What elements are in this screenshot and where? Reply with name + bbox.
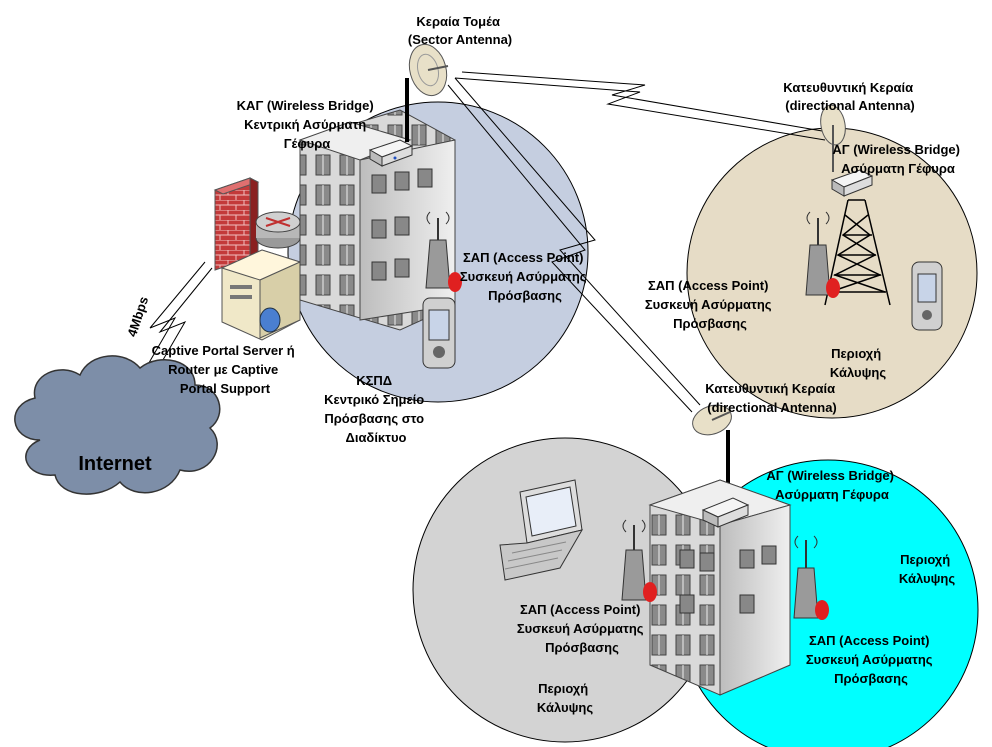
directional-antenna-icon bbox=[820, 104, 846, 172]
access-point-icon bbox=[425, 211, 462, 292]
coverage-cyan-label: Περιοχή Κάλυψης bbox=[899, 552, 955, 586]
link-sector-to-remote-2 bbox=[454, 77, 826, 141]
pda-icon bbox=[911, 261, 943, 331]
cloud-icon bbox=[14, 355, 221, 495]
link-speed-label: 4Mbps bbox=[124, 295, 151, 339]
link-sector-to-bottom-2 bbox=[447, 84, 693, 413]
wireless-links bbox=[131, 71, 829, 413]
server-icon bbox=[220, 249, 302, 341]
tower-icon bbox=[824, 199, 891, 306]
access-point-icon bbox=[621, 519, 657, 602]
captive-portal-equipment bbox=[213, 177, 302, 341]
central-ap-label: ΣΑΠ (Access Point) Συσκευή Ασύρματης Πρό… bbox=[460, 250, 590, 303]
laptop-icon bbox=[499, 479, 584, 581]
ap-bottom-right-label: ΣΑΠ (Access Point) Συσκευή Ασύρματης Πρό… bbox=[806, 633, 936, 686]
labels: Κεραία Τομέα (Sector Antenna) ΚΑΓ (Wirel… bbox=[152, 14, 963, 715]
building-icon bbox=[648, 479, 792, 696]
wireless-bridge-icon bbox=[701, 497, 750, 528]
sector-antenna-icon bbox=[408, 43, 449, 97]
wireless-bridge-icon bbox=[830, 169, 874, 197]
link-sector-to-bottom-1 bbox=[454, 77, 701, 406]
remote-site bbox=[805, 104, 943, 331]
main-bridge-label: ΚΑΓ (Wireless Bridge) Κεντρική Ασύρματη … bbox=[237, 98, 378, 151]
kspd-label: ΚΣΠΔ Κεντρικό Σημείο Πρόσβασης στο Διαδί… bbox=[324, 373, 428, 445]
link-sector-to-remote-1 bbox=[461, 71, 829, 133]
central-access-point bbox=[422, 211, 462, 369]
sector-antenna-label: Κεραία Τομέα (Sector Antenna) bbox=[408, 14, 512, 47]
coverage-bottom-left-label: Περιοχή Κάλυψης bbox=[537, 681, 593, 715]
link-internet-to-server-1 bbox=[131, 261, 206, 393]
bottom-site bbox=[499, 404, 829, 696]
ap-right-label: ΣΑΠ (Access Point) Συσκευή Ασύρματης Πρό… bbox=[645, 278, 775, 331]
internet-label: Internet bbox=[78, 453, 152, 475]
bridge-bottom-label: ΑΓ (Wireless Bridge) Ασύρματη Γέφυρα bbox=[766, 468, 897, 502]
access-point-icon bbox=[793, 535, 829, 620]
wireless-bridge-icon bbox=[368, 78, 414, 167]
directional-antenna-icon bbox=[692, 404, 732, 436]
captive-portal-label: Captive Portal Server ή Router με Captiv… bbox=[152, 343, 299, 396]
pda-icon bbox=[422, 297, 456, 369]
dir-antenna-bottom-label: Κατευθυντική Κεραία (directional Antenna… bbox=[705, 381, 838, 415]
dir-antenna-right-label: Κατευθυντική Κεραία (directional Antenna… bbox=[783, 80, 916, 113]
ap-bottom-left-label: ΣΑΠ (Access Point) Συσκευή Ασύρματης Πρό… bbox=[517, 602, 647, 655]
router-icon bbox=[255, 211, 301, 249]
internet-cloud: Internet bbox=[14, 355, 221, 495]
coverage-right-label: Περιοχή Κάλυψης bbox=[830, 346, 886, 380]
access-point-icon bbox=[805, 211, 840, 298]
bridge-right-label: ΑΓ (Wireless Bridge) Ασύρματη Γέφυρα bbox=[832, 142, 963, 176]
